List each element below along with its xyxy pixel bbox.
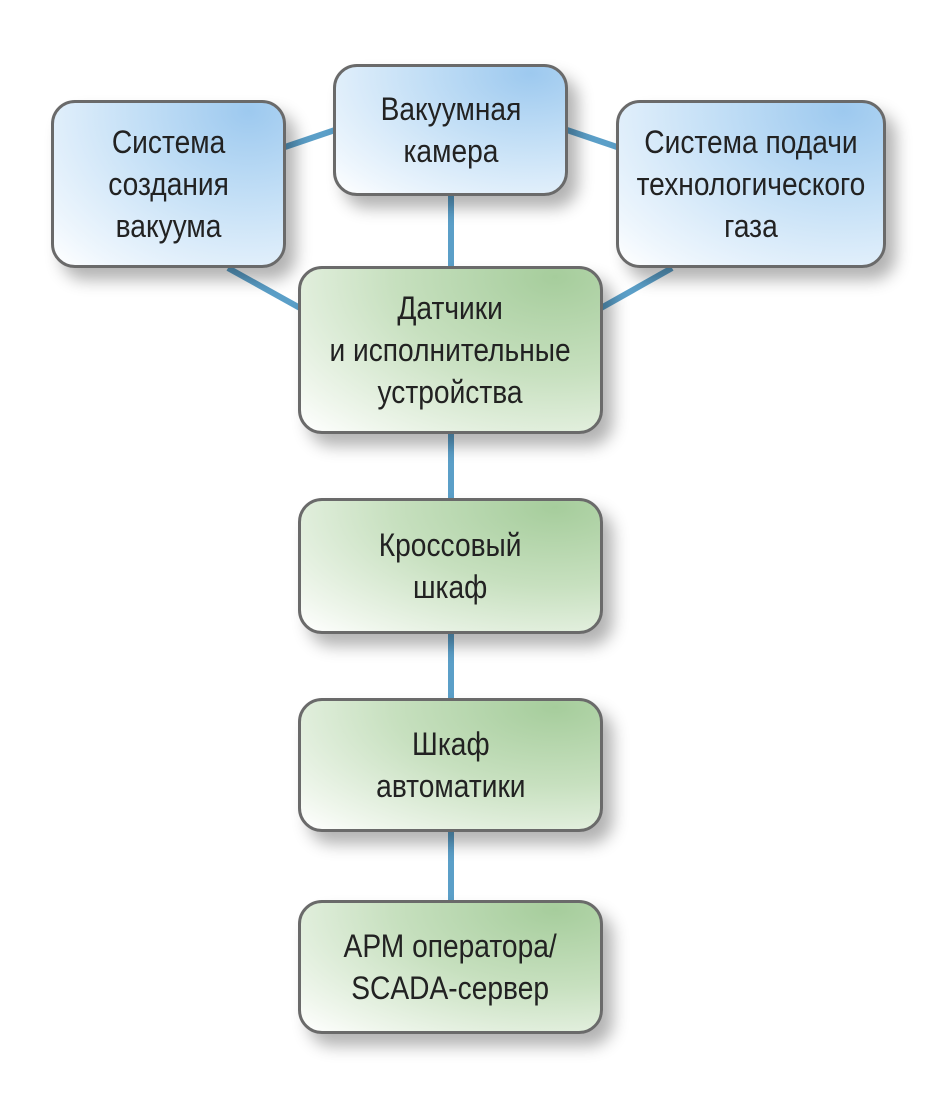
- connector-gas-supply-to-sensors: [599, 265, 674, 311]
- cross-cabinet-label: Кроссовый шкаф: [379, 524, 522, 608]
- automation-cabinet-label: Шкаф автоматики: [376, 723, 525, 807]
- operator-station-node: АРМ оператора/ SCADA-сервер: [298, 900, 603, 1034]
- connector-chamber-to-gas-supply: [566, 127, 618, 150]
- gas-supply-line-3: газа: [724, 208, 778, 244]
- vacuum-system-line-1: Система: [111, 124, 226, 160]
- sensors-label: Датчики и исполнительные устройства: [330, 287, 571, 413]
- operator-station-line-2: SCADA-сервер: [351, 970, 550, 1006]
- vacuum-chamber-line-1: Вакуумная: [380, 91, 521, 127]
- vacuum-chamber-label: Вакуумная камера: [380, 88, 521, 172]
- vacuum-system-line-2: создания: [108, 166, 229, 202]
- gas-supply-line-1: Система подачи: [644, 124, 858, 160]
- gas-supply-node: Система подачи технологического газа: [616, 100, 886, 268]
- gas-supply-label: Система подачи технологического газа: [637, 121, 866, 247]
- connector-vacuum-system-to-sensors: [226, 265, 302, 311]
- automation-cabinet-node: Шкаф автоматики: [298, 698, 603, 832]
- gas-supply-line-2: технологического: [636, 166, 866, 202]
- vacuum-chamber-node: Вакуумная камера: [333, 64, 568, 196]
- cross-cabinet-node: Кроссовый шкаф: [298, 498, 603, 634]
- automation-cabinet-line-2: автоматики: [375, 768, 526, 804]
- vacuum-chamber-line-2: камера: [403, 133, 498, 169]
- operator-station-line-1: АРМ оператора/: [343, 928, 558, 964]
- operator-station-label: АРМ оператора/ SCADA-сервер: [344, 925, 557, 1009]
- vacuum-system-line-3: вакуума: [115, 208, 222, 244]
- vacuum-system-label: Система создания вакуума: [108, 121, 229, 247]
- connector-chamber-to-vacuum-system: [284, 127, 336, 150]
- cross-cabinet-line-1: Кроссовый: [379, 527, 522, 563]
- automation-cabinet-line-1: Шкаф: [411, 726, 490, 762]
- cross-cabinet-line-2: шкаф: [413, 569, 488, 605]
- sensors-line-1: Датчики: [397, 290, 504, 326]
- sensors-line-2: и исполнительные: [329, 332, 572, 368]
- vacuum-system-node: Система создания вакуума: [51, 100, 286, 268]
- sensors-node: Датчики и исполнительные устройства: [298, 266, 603, 434]
- sensors-line-3: устройства: [377, 374, 524, 410]
